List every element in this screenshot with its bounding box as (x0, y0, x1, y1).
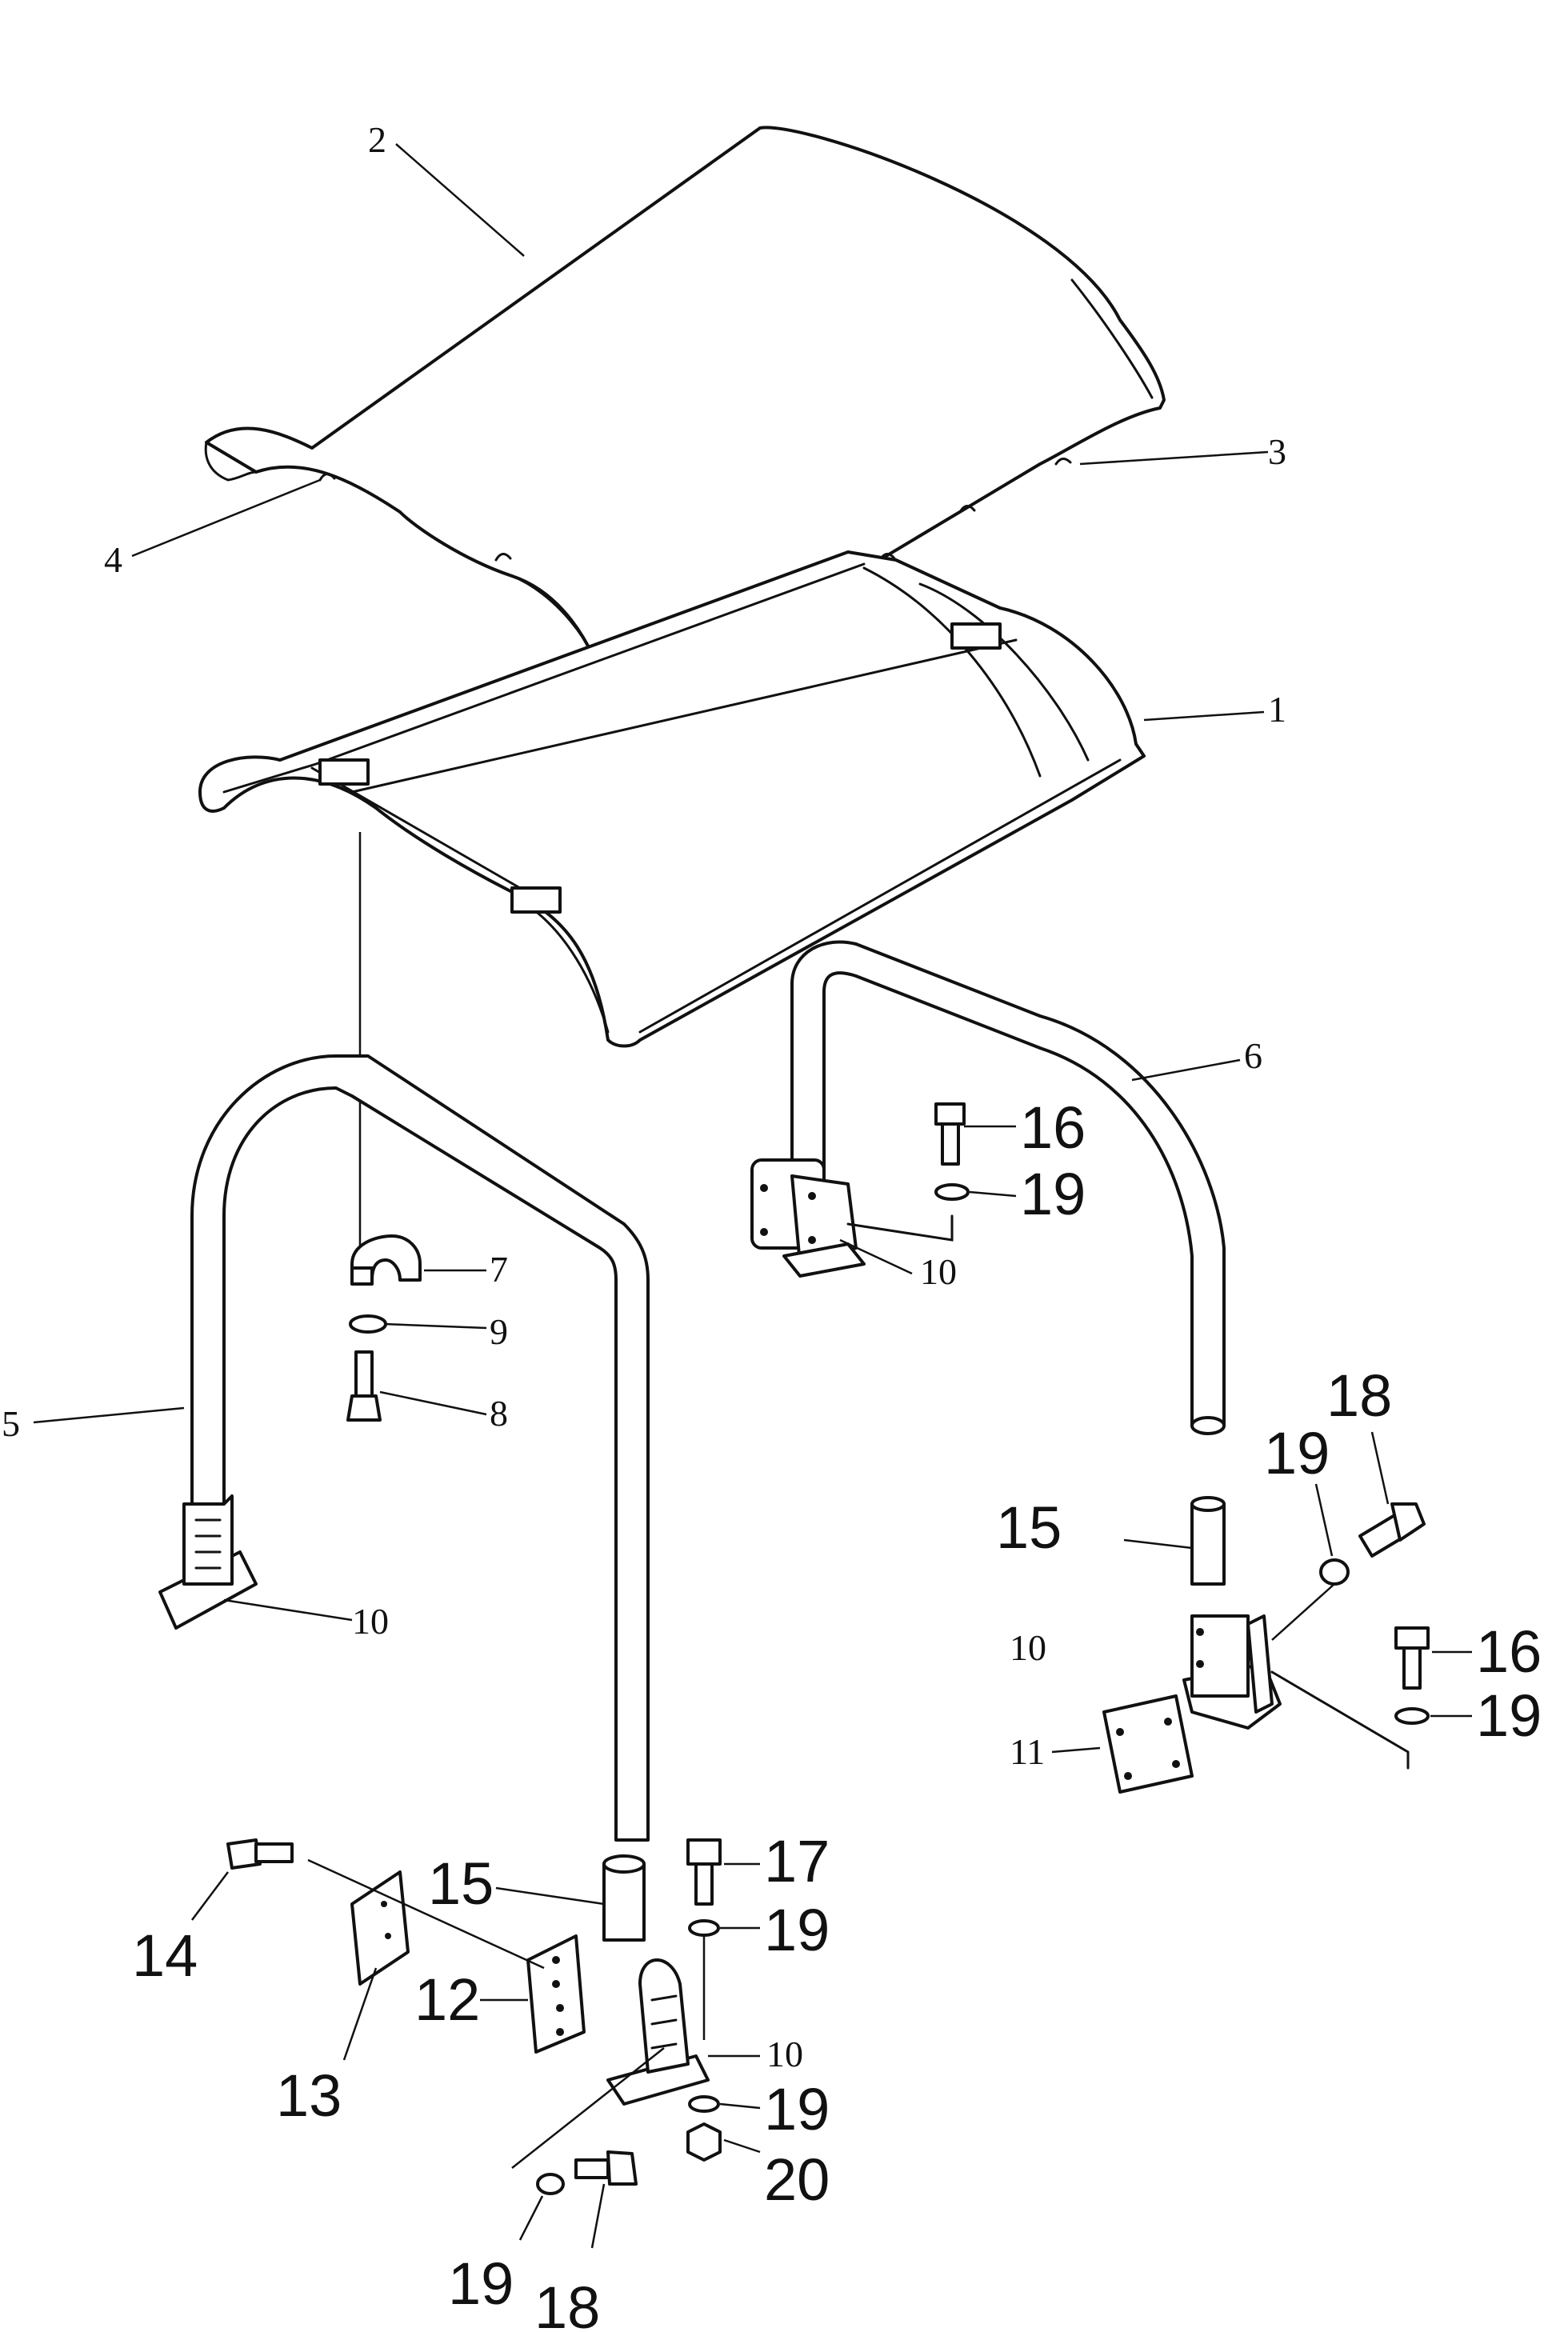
mount-bracket-lower (606, 1958, 710, 2106)
callout-20: 20 (764, 2146, 830, 2213)
callout-19-mid: 19 (764, 1897, 830, 1963)
callout-6: 6 (1244, 1035, 1262, 1076)
callout-9: 9 (490, 1311, 508, 1352)
mount-bracket-left (158, 1494, 258, 1630)
washer-part-9 (349, 1314, 387, 1334)
callout-19-right: 19 (1264, 1420, 1330, 1486)
left-roll-bar (190, 1054, 650, 1842)
mount-bracket-right-top (750, 1158, 954, 1278)
plate-part-11 (1102, 1694, 1194, 1794)
callout-19-lower-right: 19 (1476, 1682, 1542, 1749)
washer-part-19-mid (688, 1919, 720, 1937)
callout-18-right: 18 (1326, 1362, 1392, 1429)
washer-part-19-right (1319, 1558, 1350, 1586)
nut-part-20 (686, 2122, 722, 2162)
callout-18-bottom: 18 (534, 2274, 600, 2332)
callout-12: 12 (414, 1966, 480, 2033)
callout-10-right: 10 (1010, 1627, 1046, 1668)
shim-part-13 (350, 1870, 410, 1986)
washer-part-19-top (934, 1183, 970, 1201)
callout-7: 7 (490, 1249, 508, 1290)
washer-part-19-lower-right (1394, 1707, 1430, 1725)
mount-bracket-right-lower (1182, 1614, 1410, 1770)
callout-5: 5 (2, 1403, 20, 1444)
roof-frame (198, 550, 1146, 1048)
bolt-part-18-bottom (574, 2150, 638, 2186)
right-roll-bar (790, 940, 1226, 1435)
pin-part-15-lower (602, 1854, 646, 1942)
callout-16-top: 16 (1020, 1094, 1086, 1161)
callout-17: 17 (764, 1828, 830, 1894)
washer-part-19-bottom (688, 2095, 720, 2113)
callout-2: 2 (368, 119, 386, 160)
callout-14: 14 (132, 1922, 198, 1989)
clamp-part-7 (350, 1234, 422, 1286)
callout-1: 1 (1268, 689, 1286, 730)
plate-part-12 (526, 1934, 586, 2054)
leader-lines (33, 143, 1472, 2249)
callout-10-top-right: 10 (920, 1251, 957, 1292)
callout-8: 8 (490, 1393, 508, 1434)
callout-10-bottom: 10 (766, 2034, 803, 2074)
bolt-part-16-top (934, 1102, 966, 1166)
callout-19-bottom-left: 19 (448, 2250, 514, 2317)
callout-10-left: 10 (352, 1601, 389, 1642)
callout-4: 4 (104, 539, 122, 580)
washer-part-19-bottom-left (536, 2173, 565, 2195)
callout-19-bottom: 19 (764, 2076, 830, 2142)
callout-13: 13 (276, 2062, 342, 2129)
callout-15-lower: 15 (428, 1850, 494, 1917)
bolt-part-16-lower (1394, 1626, 1430, 1690)
callout-3: 3 (1268, 431, 1286, 472)
bolt-part-18-right (1358, 1502, 1426, 1558)
pin-part-15-right (1190, 1496, 1226, 1586)
bolt-part-8 (346, 1350, 382, 1422)
callout-15-right: 15 (996, 1494, 1062, 1561)
callout-19-top: 19 (1020, 1161, 1086, 1227)
callout-16-lower: 16 (1476, 1618, 1542, 1685)
bolt-part-14 (226, 1838, 294, 1870)
bolt-part-17 (686, 1838, 722, 1906)
callout-11: 11 (1010, 1731, 1045, 1772)
